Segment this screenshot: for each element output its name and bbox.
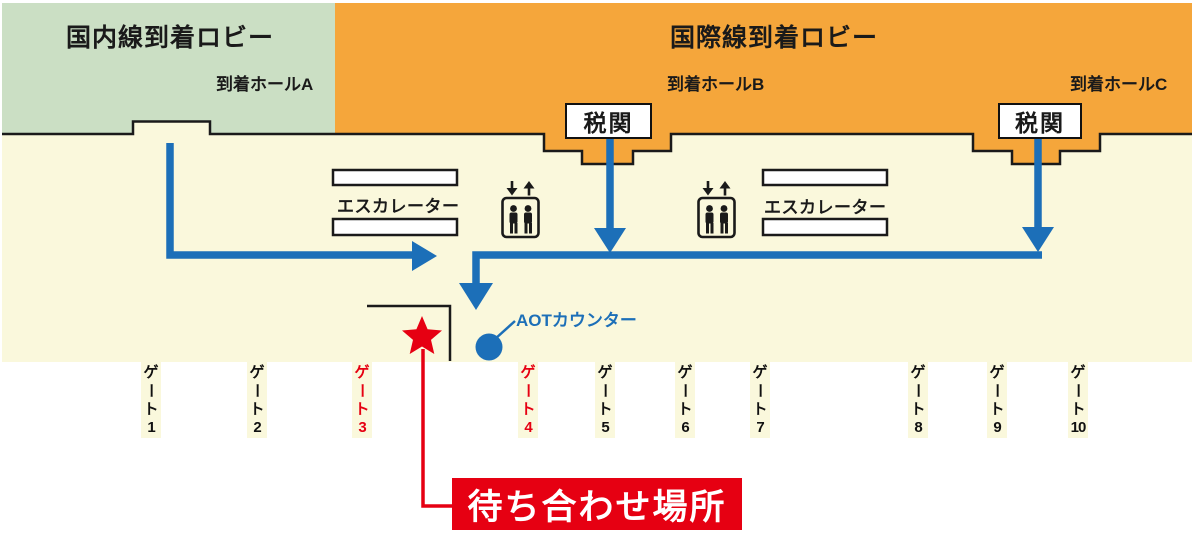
arrival-hall-c-label: 到着ホールC (1070, 75, 1168, 94)
gate-label-char: ト (143, 400, 159, 418)
route-arrow-domestic (166, 143, 437, 271)
gate-label-char: ゲ (597, 364, 613, 381)
gate-label-char: ー (142, 383, 160, 399)
zone-boundary-wall (2, 120, 1192, 166)
elevator-icon (697, 181, 736, 239)
gate-label-char: ー (596, 383, 614, 399)
person-icon (720, 205, 728, 234)
international-lobby-title: 国際線到着ロビー (670, 24, 879, 52)
aot-counter-dot (475, 333, 503, 361)
meeting-place-banner: 待ち合わせ場所 (452, 478, 742, 530)
gate-label-char: ゲ (989, 364, 1005, 381)
customs-box-left: 税関 (565, 103, 652, 139)
domestic-lobby-title: 国内線到着ロビー (66, 24, 275, 52)
gate-label-char: ト (989, 400, 1005, 418)
route-arrow-customs-left (594, 133, 626, 253)
person-icon (509, 205, 518, 234)
gate-label-char: ト (752, 400, 768, 418)
gate-label-char: ト (677, 400, 693, 418)
gate-label-char: ゲ (1070, 364, 1086, 381)
arrival-hall-b-label: 到着ホールB (667, 75, 765, 94)
gate-label-char: ゲ (752, 364, 768, 381)
gate-label-char: 5 (601, 418, 609, 436)
aot-callout-line (494, 320, 516, 340)
gate-label-char: ゲ (354, 364, 370, 381)
gate-label-char: ー (676, 383, 694, 399)
gate-label-char: ゲ (249, 364, 265, 381)
gate-label-char: ゲ (677, 364, 693, 381)
gate-label-char: 8 (914, 418, 922, 436)
escalator-label-right: エスカレーター (764, 198, 887, 217)
escalator-icon (331, 217, 459, 237)
counter-wall-corner (367, 304, 452, 361)
escalator-icon (761, 168, 889, 187)
gate-label-char: 3 (358, 418, 366, 436)
meeting-point-leader-line (421, 349, 452, 508)
gate-label-char: 1 (147, 418, 155, 436)
route-arrow-international (459, 251, 1042, 310)
escalator-icon (331, 168, 459, 187)
gate-label-char: ー (988, 383, 1006, 399)
gate-label-char: ト (910, 400, 926, 418)
person-icon (524, 205, 532, 234)
gate-label-char: 4 (524, 418, 532, 436)
gate-label-char: ー (519, 383, 537, 399)
gate-label-char: ー (1069, 383, 1087, 399)
elevator-icon (501, 181, 540, 239)
aot-counter-label: AOTカウンター (516, 311, 637, 330)
gate-label-char: ー (751, 383, 769, 399)
international-zone-shape (335, 3, 1192, 165)
gate-label-char: ー (353, 383, 371, 399)
domestic-zone-shape (2, 3, 335, 135)
gate-label-char: ト (597, 400, 613, 418)
up-arrow-icon (719, 181, 731, 196)
route-arrow-customs-right (1022, 133, 1054, 252)
person-icon (705, 205, 714, 234)
gate-label-char: 6 (681, 418, 689, 436)
gate-label-char: ト (1070, 400, 1086, 418)
gate-label-char: 10 (1070, 418, 1087, 436)
gate-label-char: 9 (993, 418, 1001, 436)
gate-label-char: ゲ (520, 364, 536, 381)
meeting-point-star-icon (402, 316, 442, 354)
down-arrow-icon (506, 181, 518, 196)
gate-label-char: ー (909, 383, 927, 399)
gate-label-char: ー (248, 383, 266, 399)
escalator-label-left: エスカレーター (337, 197, 460, 216)
gate-label-char: ト (354, 400, 370, 418)
gate-label-char: ゲ (143, 364, 159, 381)
gate-label-char: ゲ (910, 364, 926, 381)
arrival-hall-a-label: 到着ホールA (216, 75, 314, 94)
gate-label-char: ト (520, 400, 536, 418)
customs-box-right: 税関 (998, 103, 1082, 139)
gate-label-char: 7 (756, 418, 764, 436)
down-arrow-icon (702, 181, 714, 196)
gate-label-char: 2 (253, 418, 261, 436)
escalator-icon (761, 217, 889, 237)
gate-label-char: ト (249, 400, 265, 418)
up-arrow-icon (523, 181, 535, 196)
